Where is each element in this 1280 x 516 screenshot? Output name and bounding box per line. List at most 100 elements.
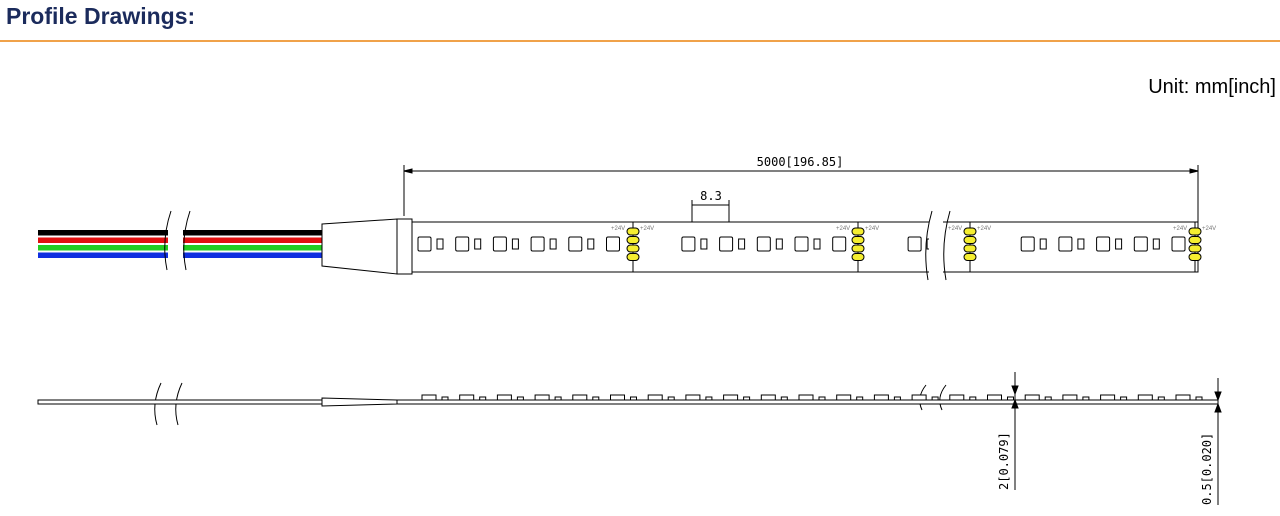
- side-profile: 2[0.079] 0.5[0.020]: [37, 372, 1222, 505]
- led-bump: [911, 394, 927, 401]
- pad-small: [1115, 238, 1123, 250]
- end-cap: [396, 218, 413, 275]
- solder-pad: [1188, 244, 1202, 253]
- height-label: 2[0.079]: [997, 432, 1011, 490]
- voltage-label: +24V: [865, 226, 879, 232]
- solder-pad: [851, 236, 865, 244]
- break-line: [183, 210, 191, 271]
- solder-pad: [1188, 227, 1202, 236]
- component-bump: [554, 396, 562, 401]
- led-bump: [1062, 394, 1078, 401]
- break-gap: [168, 211, 183, 270]
- voltage-label: +24V: [611, 226, 625, 232]
- pad-small: [549, 238, 557, 250]
- component-bump: [630, 396, 637, 401]
- component-bump: [818, 396, 826, 401]
- break-line: [164, 210, 172, 271]
- component-bump: [893, 396, 901, 401]
- led-bump: [1175, 394, 1191, 401]
- voltage-label: +24V: [1173, 226, 1187, 232]
- led-bump: [836, 394, 852, 401]
- voltage-label: +24V: [948, 226, 962, 232]
- led-bump: [873, 394, 889, 401]
- solder-pad: [851, 227, 865, 236]
- pad-small: [813, 238, 821, 250]
- pad-small: [700, 238, 708, 250]
- pad-large: [568, 236, 583, 252]
- component-bump: [592, 396, 600, 401]
- led-bump: [496, 394, 512, 401]
- pad-large: [794, 236, 809, 252]
- pad-large: [907, 236, 922, 252]
- strip-pads: +24V+24V+24V+24V+24V+24V+24V+24V: [417, 222, 1216, 272]
- led-bump: [723, 394, 739, 401]
- pad-large: [417, 236, 432, 252]
- component-bump: [1007, 396, 1014, 401]
- pad-small: [436, 238, 444, 250]
- solder-pad: [626, 227, 640, 236]
- voltage-label: +24V: [836, 226, 850, 232]
- led-bump: [1024, 394, 1040, 401]
- solder-pad: [626, 236, 640, 244]
- pad-small: [1039, 238, 1047, 250]
- component-bump: [705, 396, 713, 401]
- solder-pad: [851, 244, 865, 253]
- break-line: [939, 384, 947, 411]
- pad-small: [775, 238, 783, 250]
- pad-large: [606, 236, 620, 252]
- pad-small: [738, 238, 746, 250]
- pad-large: [492, 236, 507, 252]
- length-label: 5000[196.85]: [757, 155, 844, 169]
- break-line: [943, 210, 951, 281]
- pad-large: [1171, 236, 1186, 252]
- led-bump: [987, 394, 1002, 401]
- pad-large: [832, 236, 847, 252]
- length-dimension: 5000[196.85]: [403, 155, 1199, 222]
- solder-pad: [963, 227, 977, 236]
- thickness-label: 0.5[0.020]: [1200, 433, 1214, 505]
- pad-small: [587, 238, 595, 250]
- pad-large: [681, 236, 696, 252]
- solder-pad: [963, 244, 977, 253]
- pad-large: [1020, 236, 1035, 252]
- title-divider: [0, 40, 1280, 42]
- pad-large: [1058, 236, 1073, 252]
- solder-pad: [626, 244, 640, 253]
- led-bump: [949, 394, 965, 401]
- solder-pad: [1188, 236, 1202, 244]
- led-bump: [760, 394, 776, 401]
- component-bump: [931, 396, 939, 401]
- solder-pad: [851, 253, 865, 261]
- break-line: [925, 210, 933, 281]
- connector-taper: [321, 218, 398, 275]
- component-bump: [856, 396, 864, 401]
- pad-large: [530, 236, 545, 252]
- led-bump: [685, 394, 701, 401]
- led-bump: [421, 394, 437, 401]
- break-gap: [929, 211, 943, 280]
- pad-large: [756, 236, 771, 252]
- unit-label: Unit: mm[inch]: [1148, 76, 1276, 98]
- led-bump: [1100, 394, 1116, 401]
- component-bump: [1157, 396, 1165, 401]
- component-bump: [479, 396, 487, 401]
- solder-pad: [963, 236, 977, 244]
- led-bump: [610, 394, 625, 401]
- component-bump: [780, 396, 788, 401]
- led-bump: [534, 394, 550, 401]
- component-bump: [1195, 396, 1203, 401]
- component-bump: [743, 396, 751, 401]
- pad-large: [455, 236, 470, 252]
- led-bump: [798, 394, 814, 401]
- component-bump: [516, 396, 524, 401]
- page-title: Profile Drawings:: [6, 3, 196, 29]
- pad-small: [511, 238, 519, 250]
- component-bump: [969, 396, 977, 401]
- pad-small: [1077, 238, 1085, 250]
- solder-pad: [1188, 253, 1202, 261]
- solder-pad: [626, 253, 640, 261]
- pad-large: [1133, 236, 1148, 252]
- pad-large: [719, 236, 734, 252]
- led-bump: [1137, 394, 1153, 401]
